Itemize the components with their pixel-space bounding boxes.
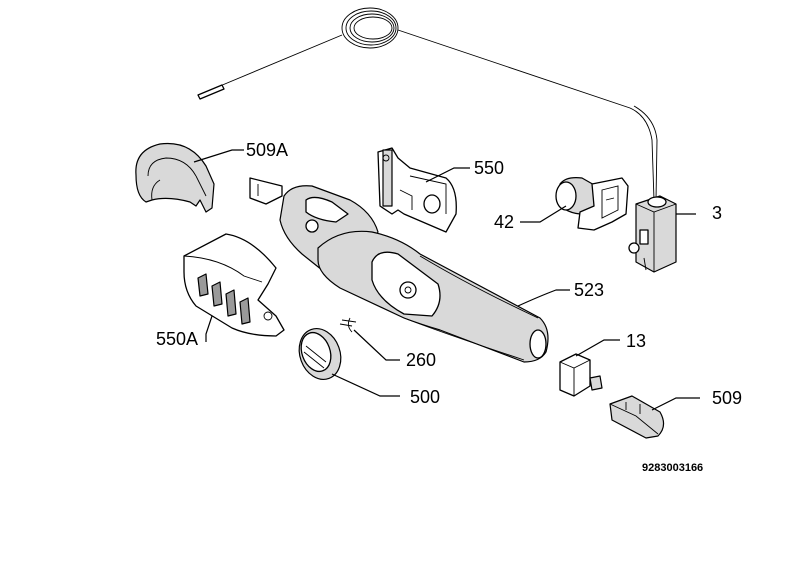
part-523-housing[interactable] <box>249 177 549 363</box>
leader-509 <box>651 397 700 411</box>
leader-523 <box>517 289 570 307</box>
label-550-top: 550 <box>474 158 504 178</box>
part-500-knob[interactable] <box>292 323 347 386</box>
part-509a-cap[interactable] <box>135 142 215 213</box>
part-509-button[interactable] <box>609 395 665 439</box>
part-13-switch[interactable] <box>559 353 603 397</box>
leader-509a <box>193 149 244 163</box>
leader-42 <box>520 205 567 223</box>
leader-500 <box>331 373 400 397</box>
part-550-bracket[interactable] <box>377 147 457 233</box>
leader-260 <box>353 329 400 361</box>
label-550a: 550A <box>156 329 198 349</box>
label-13: 13 <box>626 331 646 351</box>
leader-13 <box>575 339 620 357</box>
drawing-number: 9283003166 <box>642 462 703 474</box>
label-523: 523 <box>574 280 604 300</box>
leader-550-top <box>425 167 470 183</box>
label-509a: 509A <box>246 140 288 160</box>
part-3-thermostat[interactable] <box>628 195 677 273</box>
label-509: 509 <box>712 388 742 408</box>
leader-550a <box>205 315 213 342</box>
part-550a-cover[interactable] <box>183 233 285 337</box>
capillary-tube <box>197 7 658 201</box>
part-42-lampholder[interactable] <box>555 177 629 231</box>
label-500: 500 <box>410 387 440 407</box>
label-3: 3 <box>712 203 722 223</box>
label-42: 42 <box>494 212 514 232</box>
label-260: 260 <box>406 350 436 370</box>
part-260-clip[interactable] <box>339 317 357 333</box>
